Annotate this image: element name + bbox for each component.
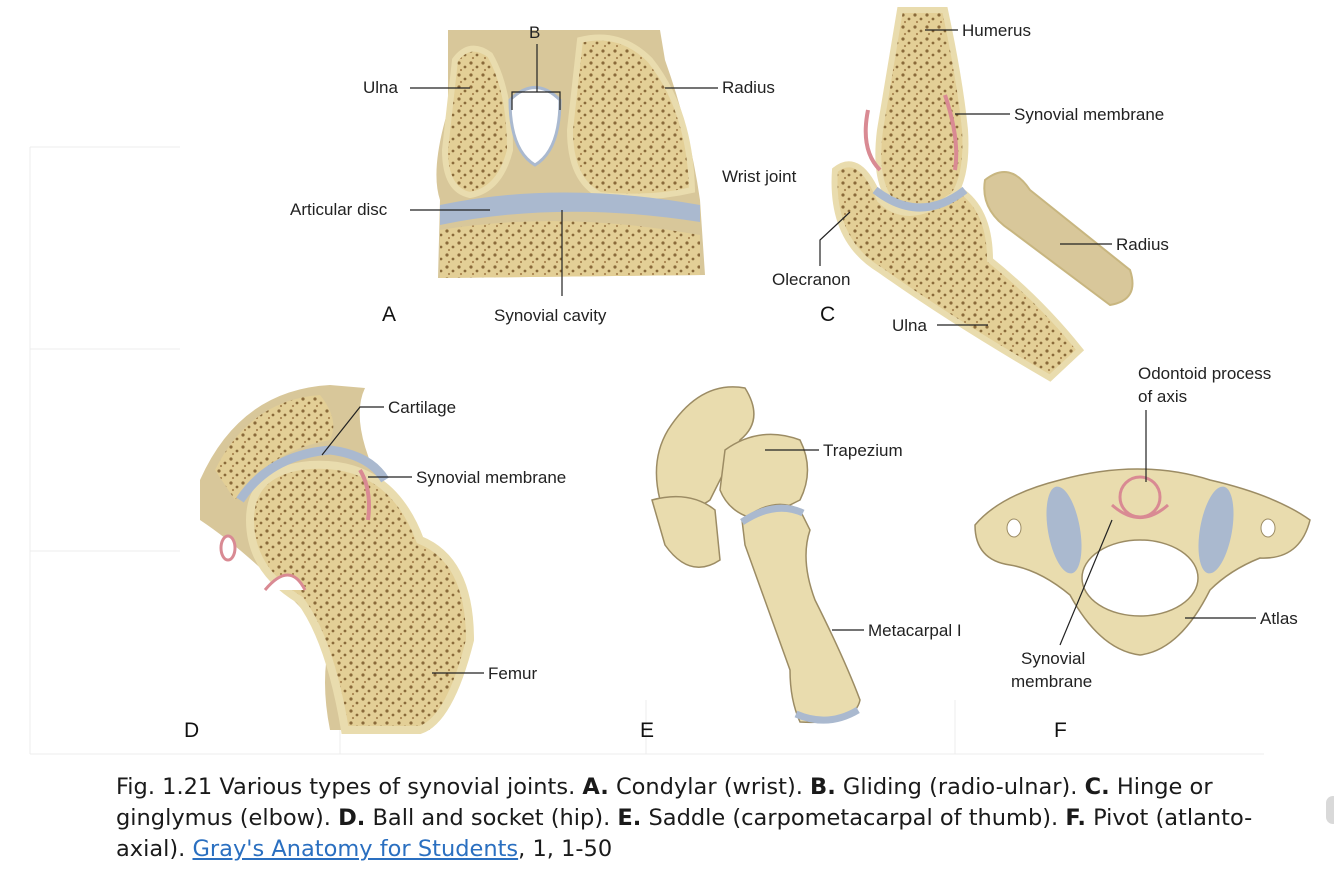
label-odontoid-line-2: of axis [1138, 387, 1187, 406]
caption-text-d: Ball and socket (hip). [365, 805, 617, 831]
caption-key-c: C. [1085, 774, 1110, 800]
caption-key-e: E. [617, 805, 641, 831]
panel-letter-f: F [1054, 719, 1067, 742]
panel-c-elbow-illustration [835, 10, 1133, 378]
caption-text-e: Saddle (carpometacarpal of thumb). [641, 805, 1065, 831]
label-radius-c: Radius [1116, 235, 1169, 254]
label-radius-a: Radius [722, 78, 775, 97]
label-synovial-membrane-c: Synovial membrane [1014, 105, 1164, 124]
panel-letter-a: A [382, 303, 396, 326]
label-synovial-cavity: Synovial cavity [494, 306, 607, 325]
figure-caption: Fig. 1.21 Various types of synovial join… [116, 772, 1296, 865]
caption-text-a: Condylar (wrist). [609, 774, 810, 800]
caption-ref: , 1, 1-50 [518, 836, 612, 862]
panel-e-thumb-illustration [652, 387, 860, 722]
label-trapezium: Trapezium [823, 441, 903, 460]
label-odontoid-line-1: Odontoid process [1138, 364, 1271, 383]
label-ulna-a: Ulna [363, 78, 399, 97]
label-ulna-c: Ulna [892, 316, 928, 335]
label-atlas: Atlas [1260, 609, 1298, 628]
panel-d-hip-illustration [200, 385, 470, 730]
label-synovial-line-1: Synovial [1021, 649, 1085, 668]
label-synovial-line-2: membrane [1011, 672, 1092, 691]
caption-text-b: Gliding (radio-ulnar). [836, 774, 1085, 800]
scroll-handle[interactable] [1326, 796, 1334, 824]
label-metacarpal: Metacarpal I [868, 621, 962, 640]
label-articular-disc: Articular disc [290, 200, 388, 219]
label-humerus: Humerus [962, 21, 1031, 40]
caption-key-a: A. [582, 774, 608, 800]
panel-letter-c: C [820, 303, 835, 326]
panel-letter-d: D [184, 719, 199, 742]
caption-key-f: F. [1065, 805, 1086, 831]
label-olecranon: Olecranon [772, 270, 850, 289]
label-femur: Femur [488, 664, 537, 683]
label-synovial-membrane-d: Synovial membrane [416, 468, 566, 487]
panel-a-wrist-illustration [436, 30, 705, 278]
caption-key-b: B. [810, 774, 836, 800]
caption-key-d: D. [338, 805, 365, 831]
synovial-joints-figure: B Ulna Radius Wrist joint Articular disc… [0, 0, 1334, 760]
label-wrist-joint: Wrist joint [722, 167, 797, 186]
source-link[interactable]: Gray's Anatomy for Students [192, 836, 518, 862]
label-cartilage: Cartilage [388, 398, 456, 417]
panel-letter-e: E [640, 719, 654, 742]
label-b: B [529, 23, 540, 42]
caption-fig: Fig. 1.21 Various types of synovial join… [116, 774, 582, 800]
